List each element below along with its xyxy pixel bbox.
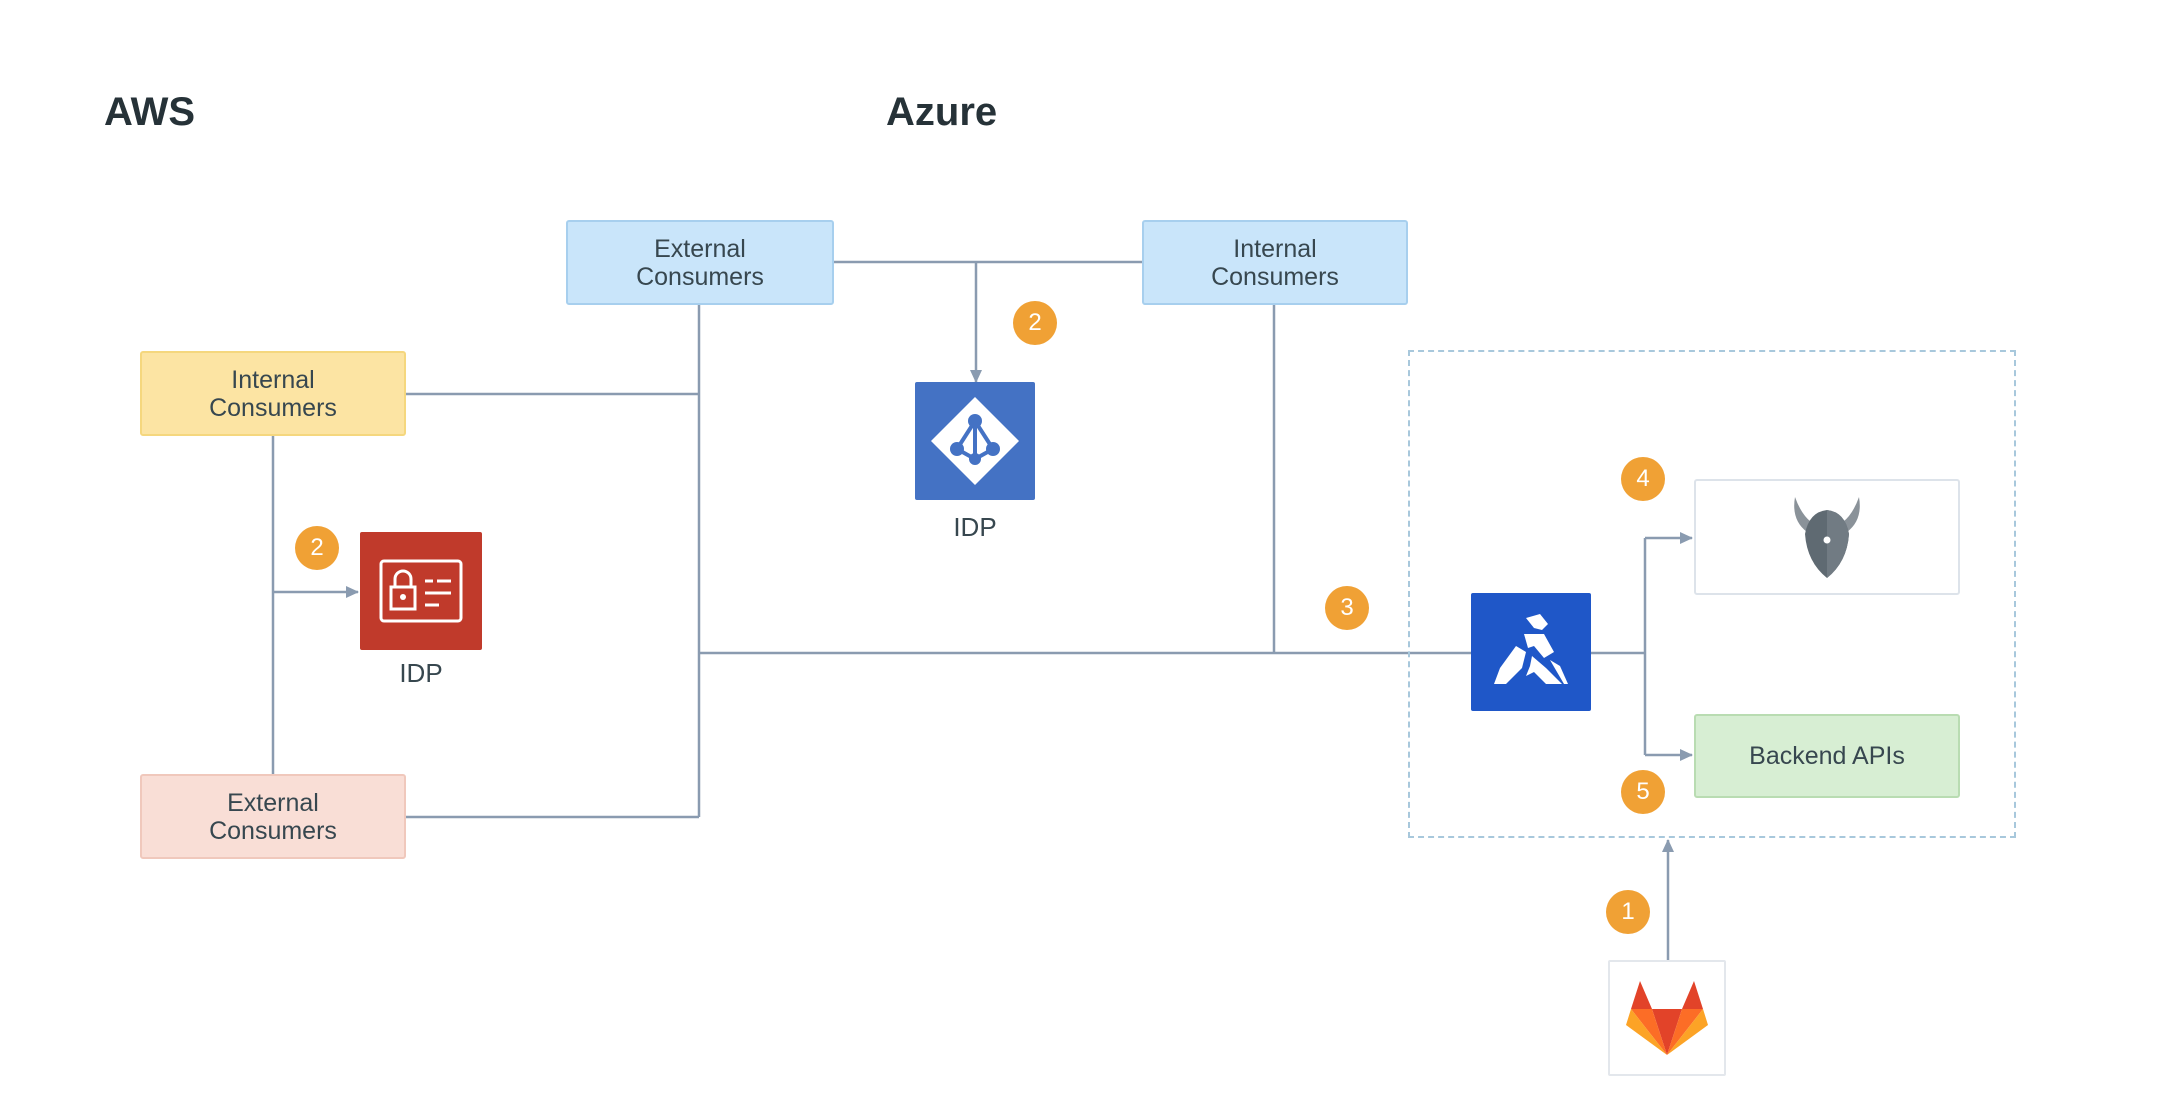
aws-external-consumers-label: External Consumers — [209, 788, 337, 845]
aws-external-consumers[interactable]: External Consumers — [140, 774, 406, 859]
azure-active-directory-icon — [931, 397, 1019, 485]
step-badge-backend: 5 — [1621, 770, 1665, 814]
gateway-zone — [1408, 350, 2016, 838]
gitlab-tile[interactable] — [1608, 960, 1726, 1076]
azure-internal-consumers-label: Internal Consumers — [1211, 234, 1339, 291]
azure-internal-consumers[interactable]: Internal Consumers — [1142, 220, 1408, 305]
step-badge-gateway: 3 — [1325, 586, 1369, 630]
aws-internal-consumers-label: Internal Consumers — [209, 365, 337, 422]
azure-idp-label: IDP — [953, 512, 997, 542]
backend-apis-label: Backend APIs — [1749, 742, 1905, 770]
azure-idp-tile[interactable] — [915, 382, 1035, 500]
step-badge-ci: 1 — [1606, 890, 1650, 934]
aws-idp-tile[interactable] — [360, 532, 482, 650]
aws-region-title: AWS — [104, 90, 196, 134]
aws-internal-consumers[interactable]: Internal Consumers — [140, 351, 406, 436]
kong-gateway-tile[interactable] — [1471, 593, 1591, 711]
gitlab-icon — [1626, 981, 1708, 1055]
azure-external-consumers[interactable]: External Consumers — [566, 220, 834, 305]
step-badge-azure-idp: 2 — [1013, 301, 1057, 345]
azure-external-consumers-label: External Consumers — [636, 234, 764, 291]
azure-region-title: Azure — [886, 90, 998, 134]
backend-apis[interactable]: Backend APIs — [1694, 714, 1960, 798]
aws-identity-icon — [379, 559, 463, 623]
kong-gorilla-icon — [1494, 614, 1568, 684]
open-policy-agent-icon — [1794, 497, 1860, 578]
step-badge-policy: 4 — [1621, 457, 1665, 501]
policy-agent-box[interactable] — [1694, 479, 1960, 595]
step-badge-aws-idp: 2 — [295, 526, 339, 570]
aws-idp-label: IDP — [399, 658, 443, 688]
